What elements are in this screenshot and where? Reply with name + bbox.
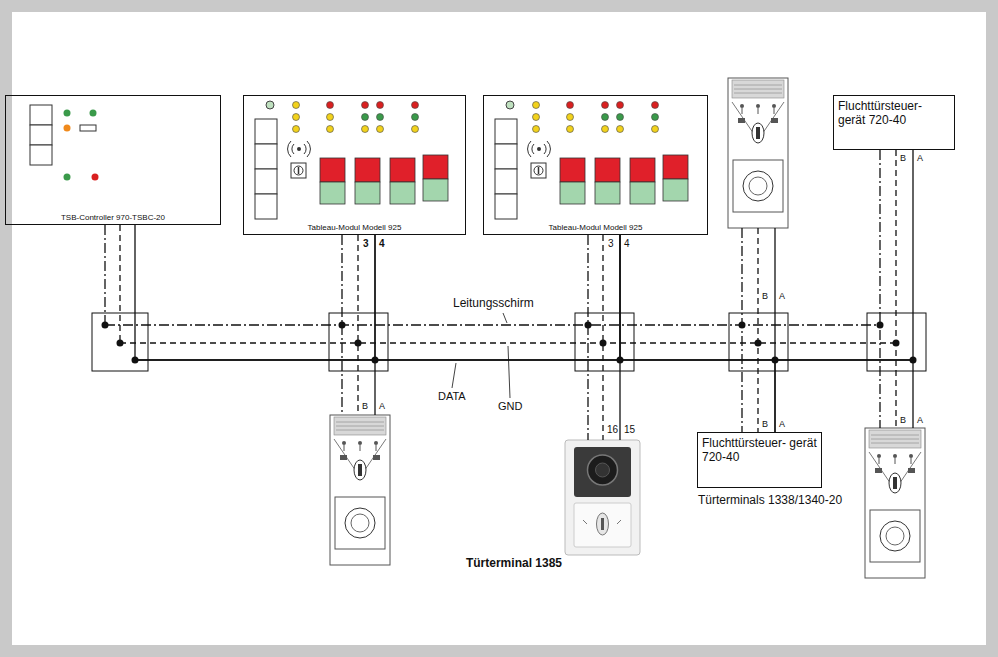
- pin-label: B: [761, 420, 769, 430]
- wire-label: GND: [497, 400, 523, 412]
- junction-dot: [102, 322, 917, 364]
- terminal-plate: Türterminal 1385: [565, 440, 640, 555]
- pin-label: A: [778, 420, 786, 430]
- door-terminal: [728, 78, 788, 228]
- device-name: Fluchttürsteuer- gerät 720-40: [838, 100, 950, 128]
- pin-label: A: [378, 402, 386, 412]
- pin-label: B: [361, 402, 369, 412]
- controller-unit-box: Fluchttürsteuer- gerät 720-40: [697, 432, 822, 488]
- wire-label: Türterminals 1338/1340-20: [697, 494, 843, 507]
- tableau-front: [495, 101, 688, 219]
- door-terminal: [330, 415, 390, 565]
- pin-label: B: [899, 416, 907, 426]
- data-wire: [375, 235, 620, 360]
- leader-line: [452, 313, 510, 398]
- device-name: TSB-Controller 970-TSBC-20: [6, 213, 220, 222]
- wire-label: Leitungsschirm: [452, 297, 535, 310]
- controller-front: [30, 105, 99, 181]
- terminal-name: Türterminal 1385: [466, 557, 562, 571]
- pin-label: 15: [623, 424, 636, 435]
- wire-label: DATA: [437, 390, 467, 402]
- tableau-box: Tableau-Modul Modell 925: [483, 95, 708, 235]
- bus-wires: [105, 150, 913, 440]
- controller-box: TSB-Controller 970-TSBC-20: [5, 95, 221, 225]
- pin-label: A: [916, 154, 924, 164]
- tableau-front: [255, 101, 448, 219]
- terminal-1385-plate: [565, 440, 640, 555]
- device-name: Fluchttürsteuer- gerät 720-40: [702, 437, 817, 465]
- data-wire: [135, 225, 375, 360]
- pin-label: 16: [606, 424, 619, 435]
- data-wire: [775, 150, 913, 432]
- pin-label: B: [761, 292, 769, 302]
- frame-ground: [12, 12, 986, 645]
- pin-label: A: [916, 416, 924, 426]
- pin-label: 4: [623, 238, 631, 249]
- pin-label: 3: [362, 238, 370, 249]
- tableau-box: Tableau-Modul Modell 925: [243, 95, 466, 235]
- pin-label: A: [778, 292, 786, 302]
- pin-label: 3: [607, 238, 615, 249]
- device-name: Tableau-Modul Modell 925: [484, 223, 707, 232]
- door-terminal: [865, 428, 925, 578]
- pin-label: B: [899, 154, 907, 164]
- controller-unit-box: Fluchttürsteuer- gerät 720-40: [833, 95, 955, 150]
- pin-label: 4: [378, 238, 386, 249]
- data-wire: [620, 235, 775, 432]
- device-name: Tableau-Modul Modell 925: [244, 223, 465, 232]
